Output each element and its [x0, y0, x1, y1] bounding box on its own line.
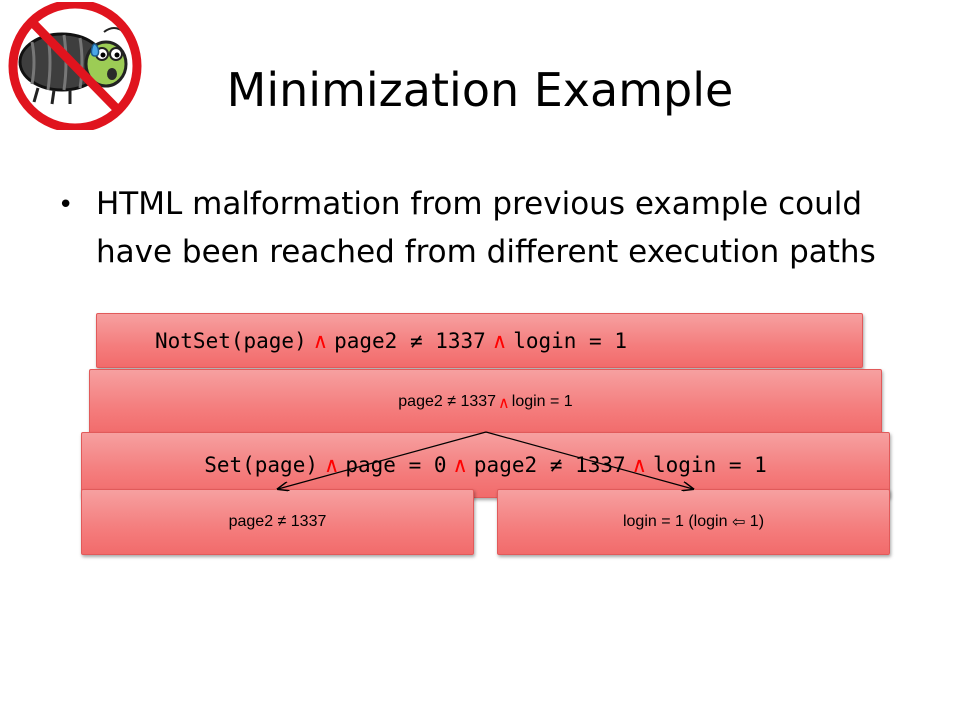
bullet-text: HTML malformation from previous example …	[96, 186, 876, 270]
constraint-term: Set(page)	[204, 453, 318, 477]
constraint-term: page2 ≠ 1337	[398, 393, 497, 410]
constraint-term: page = 0	[345, 453, 447, 477]
constraint-term: login = 1	[653, 453, 767, 477]
no-bug-icon	[8, 2, 142, 130]
and-operator: ∧	[324, 453, 340, 477]
constraint-term: login = 1	[513, 328, 627, 353]
left-arrow-icon: ⇦	[731, 514, 746, 531]
constraint-term: NotSet(page)	[155, 328, 307, 353]
slide-title: Minimization Example	[226, 63, 734, 117]
constraint-box-login: login = 1 (login ⇦ 1)	[497, 489, 890, 555]
constraint-term: 1)	[745, 513, 765, 530]
constraint-term: login = 1	[511, 393, 573, 410]
constraint-box-minimized: page2 ≠ 1337 ∧ login = 1	[89, 369, 882, 435]
constraint-box-notset: NotSet(page) ∧ page2 ≠ 1337 ∧ login = 1	[96, 313, 863, 368]
and-operator: ∧	[498, 392, 510, 412]
and-operator: ∧	[452, 453, 468, 477]
and-operator: ∧	[631, 453, 647, 477]
and-operator: ∧	[491, 328, 508, 353]
and-operator: ∧	[312, 328, 329, 353]
constraint-term: login = 1 (login	[622, 513, 732, 530]
bullet-dot-icon: •	[58, 190, 74, 220]
constraint-term: page2 ≠ 1337	[334, 328, 486, 353]
constraint-box-page2: page2 ≠ 1337	[81, 489, 474, 555]
constraint-term: page2 ≠ 1337	[473, 453, 626, 477]
constraint-term: page2 ≠ 1337	[228, 513, 327, 530]
